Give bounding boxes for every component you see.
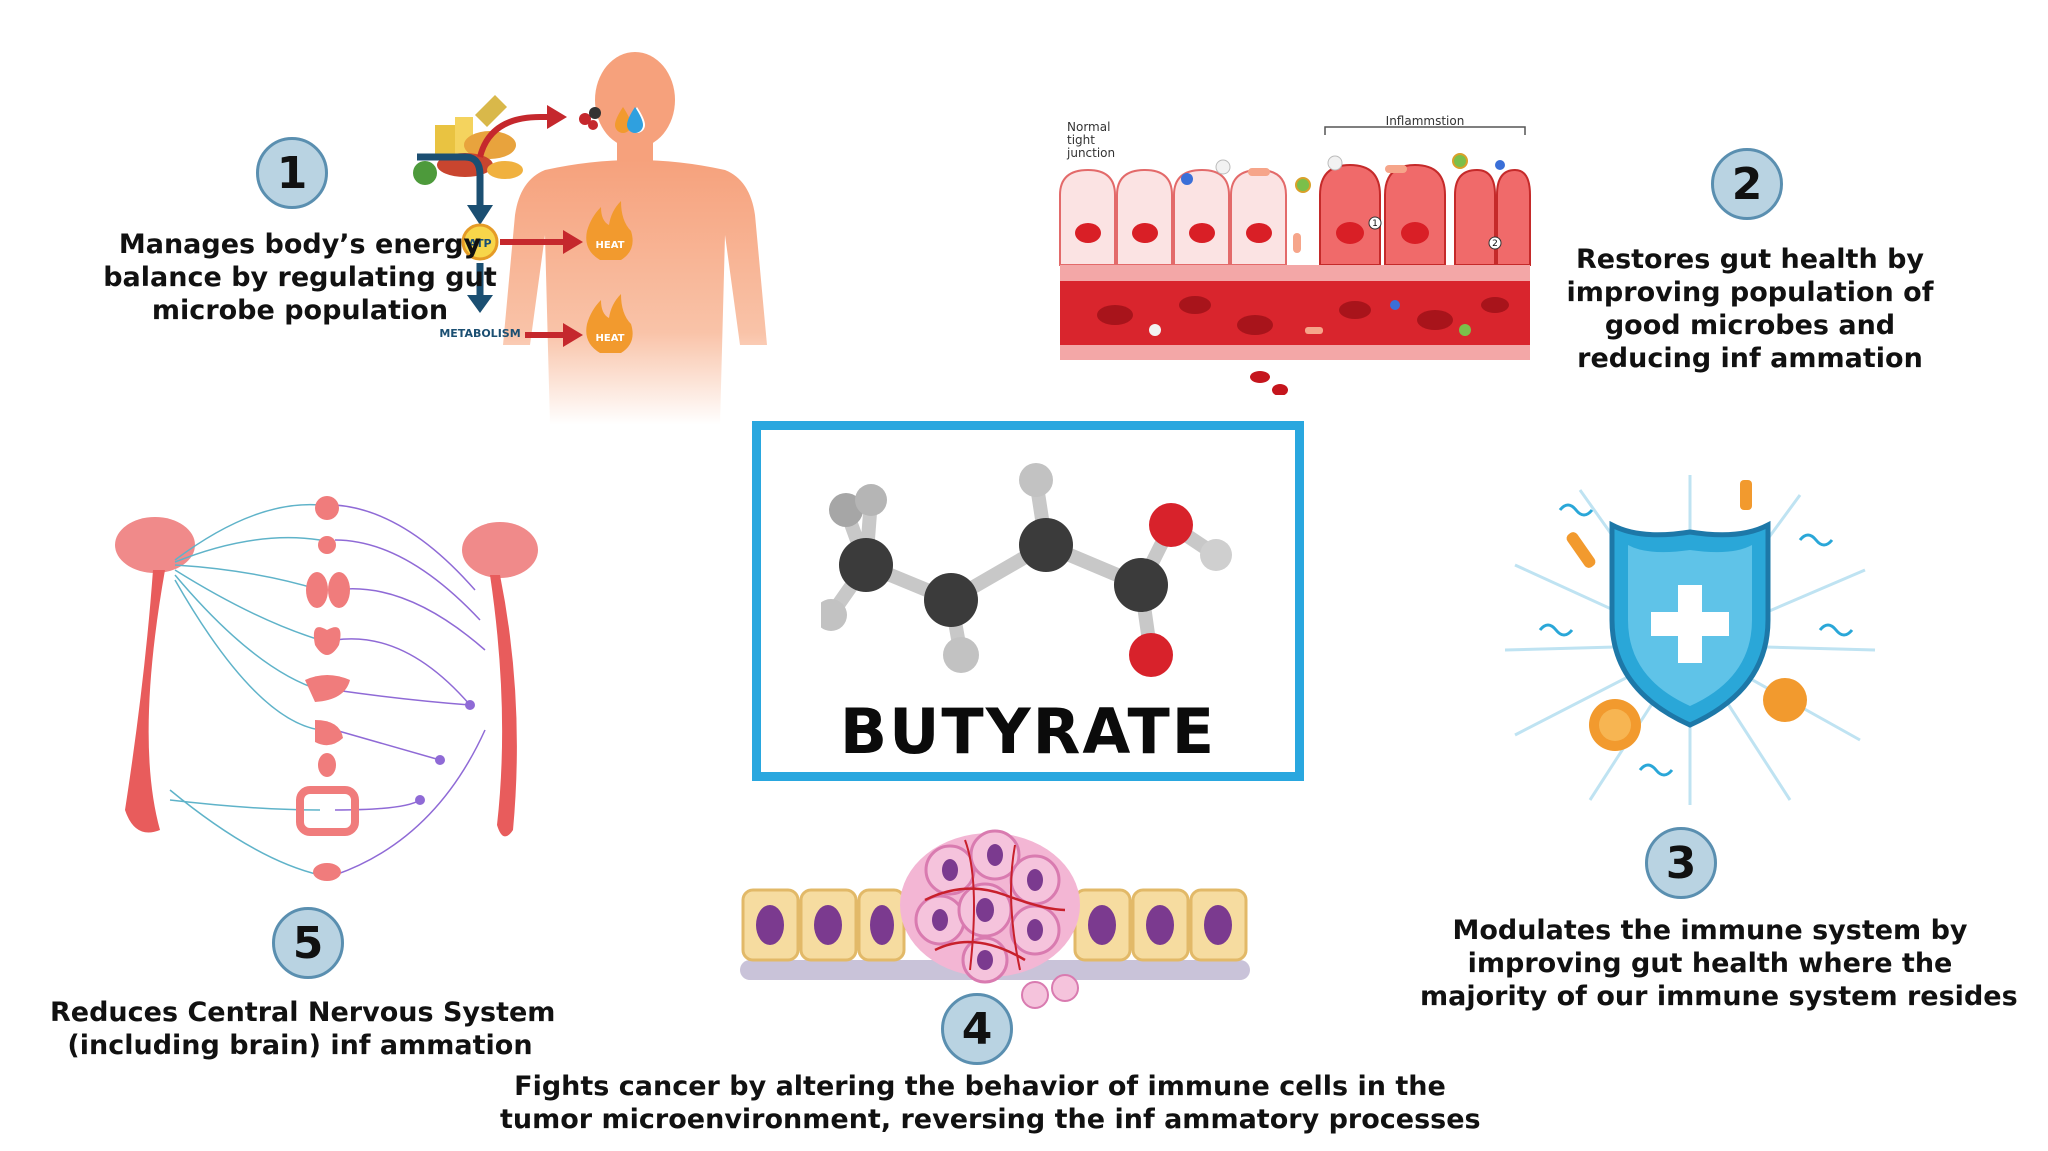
item-4-badge: 4 [941,993,1013,1065]
butyrate-molecule-icon [821,463,1232,677]
organs-column-icon [296,496,359,881]
nervous-system-illustration [115,496,538,881]
human-body-silhouette [503,52,767,425]
tumor-tissue-illustration [740,829,1250,1009]
brain-right-icon [462,522,538,837]
inflamed-epithelial-cells [1319,163,1531,266]
heat-label-1: HEAT [596,240,625,251]
item-5-badge: 5 [272,907,344,979]
normal-epithelial-cells [1059,168,1287,266]
microbes-icon [1181,153,1505,253]
blood-vessel [1060,265,1530,395]
item-3-badge: 3 [1645,827,1717,899]
brain-left-icon [115,517,195,833]
butyrate-panel: BUTYRATE [752,421,1304,781]
item-1-badge: 1 [256,137,328,209]
virus-icon [1538,480,1854,777]
item-2-caption: Restores gut health by improving populat… [1566,244,1934,374]
atp-icon: ATP [461,223,499,261]
item-2-badge: 2 [1711,148,1783,220]
item-3-caption: Modulates the immune system by improving… [1420,915,2018,1012]
marker-1-label: 1 [1372,219,1378,229]
metabolism-label: METABOLISM [439,327,520,340]
food-pile-icon [413,95,523,185]
item-5-caption: Reduces Central Nervous System (includin… [50,997,556,1061]
butyrate-title: BUTYRATE [839,695,1217,768]
item-1-caption: Manages body’s energy balance by regulat… [103,229,497,326]
normal-junction-label-3: junction [1066,146,1115,160]
marker-2-label: 2 [1492,239,1498,249]
item-4-caption: Fights cancer by altering the behavior o… [500,1071,1481,1135]
energy-metabolism-illustration: ATP HEAT METABOLISM HEAT [413,52,767,425]
healthy-cells [741,888,1248,962]
normal-junction-label-2: tight [1067,133,1095,147]
heat-flame-icon-1: HEAT [586,201,633,260]
normal-junction-label-1: Normal [1067,120,1110,134]
immune-shield-illustration [1504,475,1876,805]
molecule-drops-icon [579,107,645,133]
tumor-cell-cluster [900,829,1080,1009]
inflammation-label: Inflammstion [1386,115,1465,128]
heat-label-2: HEAT [596,333,625,344]
heat-flame-icon-2: HEAT [586,294,633,353]
atp-label: ATP [468,237,491,250]
gut-inflammation-illustration: Normal tight junction Inflammstion 1 2 [1059,115,1531,395]
